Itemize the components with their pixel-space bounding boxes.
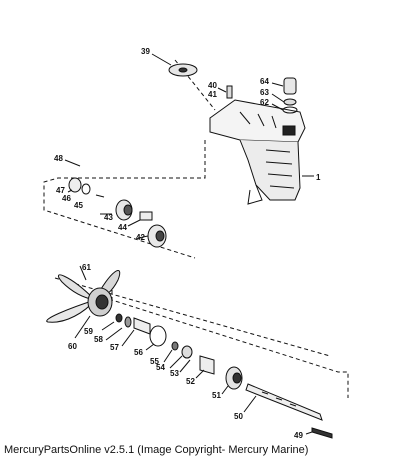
callout-60: 60	[68, 342, 77, 351]
gear-housing	[209, 99, 314, 205]
callout-47: 47	[56, 186, 65, 195]
copyright-caption: MercuryPartsOnline v2.5.1 (Image Copyrig…	[4, 444, 309, 456]
propshaft-group	[101, 313, 333, 439]
callout-50: 50	[234, 412, 243, 421]
callout-51: 51	[212, 391, 221, 400]
callout-54: 54	[156, 363, 165, 372]
callout-53: 53	[170, 369, 179, 378]
callout-56: 56	[134, 348, 143, 357]
callout-43: 43	[104, 213, 113, 222]
callout-63: 63	[260, 88, 269, 97]
callout-55: 55	[150, 357, 159, 366]
propeller	[46, 265, 121, 339]
screw-part	[226, 85, 233, 99]
callout-41: 41	[208, 90, 217, 99]
callout-64: 64	[260, 77, 269, 86]
callout-44: 44	[118, 223, 127, 232]
callout-59: 59	[84, 327, 93, 336]
callout-46: 46	[62, 194, 71, 203]
callout-42: 42	[136, 233, 145, 242]
assembly-guide-lines	[43, 59, 349, 398]
callout-45: 45	[74, 201, 83, 210]
callout-58: 58	[94, 335, 103, 344]
callout-62: 62	[260, 98, 269, 107]
callout-49: 49	[294, 431, 303, 440]
exploded-parts-diagram: 1 39 40 41 64 63 62 48 47 46 45 43 44 42…	[43, 47, 349, 440]
callout-labels: 1 39 40 41 64 63 62 48 47 46 45 43 44 42…	[54, 47, 321, 440]
callout-40: 40	[208, 81, 217, 90]
callout-39: 39	[141, 47, 150, 56]
callout-1: 1	[316, 173, 321, 182]
callout-57: 57	[110, 343, 119, 352]
bushing-part	[283, 77, 297, 95]
callout-61: 61	[82, 263, 91, 272]
callout-48: 48	[54, 154, 63, 163]
callout-52: 52	[186, 377, 195, 386]
forward-gear-group	[64, 159, 167, 248]
